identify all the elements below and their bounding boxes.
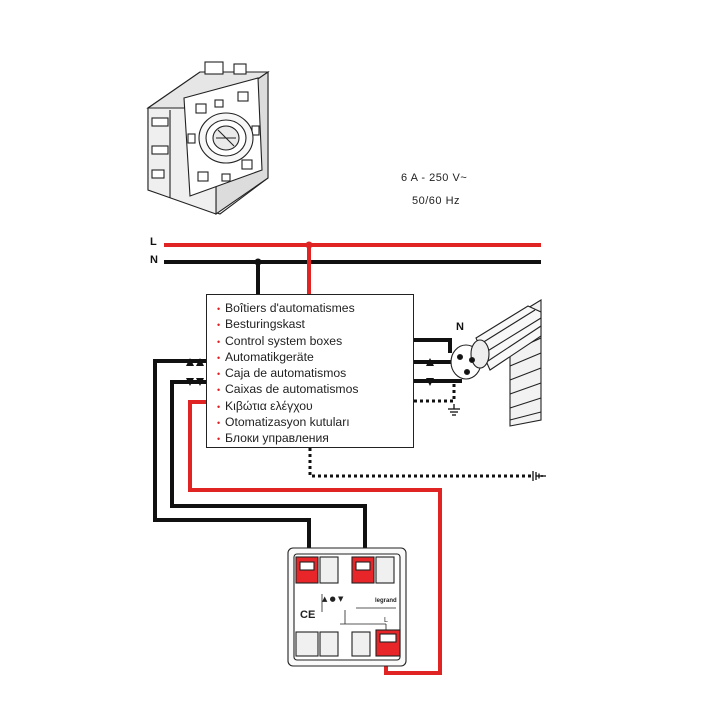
down-wire	[170, 380, 367, 548]
left-arrows	[186, 358, 204, 386]
phase-to-switch-wire	[188, 400, 442, 675]
list-item: •Κιβώτια ελέγχου	[217, 398, 313, 413]
switch-symbols: ▲ ● ▼	[322, 595, 344, 603]
earth-wire	[308, 448, 533, 478]
ce-mark: CE	[300, 609, 315, 621]
up-arrow-icon	[186, 358, 194, 366]
motor-neutral-wire	[414, 338, 452, 353]
neutral-label: N	[150, 254, 158, 266]
phase-label: L	[150, 236, 157, 248]
earth-ground-icon	[448, 404, 460, 416]
list-item: •Boîtiers d'automatismes	[217, 301, 355, 315]
motor-neutral-label: N	[456, 321, 464, 333]
list-item: •Caixas de automatismos	[217, 382, 359, 397]
motor-tube-illustration	[450, 299, 542, 427]
control-system-box: •Boîtiers d'automatismes •Besturingskast…	[206, 294, 414, 448]
list-item: •Besturingskast	[217, 317, 305, 332]
down-arrow-icon	[186, 378, 194, 386]
earth-ground-icon	[532, 471, 546, 481]
list-item: •Automatikgeräte	[217, 349, 314, 364]
down-arrow-icon	[196, 378, 204, 386]
roller-shutter-switch	[287, 547, 407, 667]
switch-wires	[153, 359, 442, 675]
down-arrow-icon	[426, 378, 434, 386]
mains-lines	[164, 241, 541, 294]
frequency-rating: 50/60 Hz	[412, 195, 461, 207]
current-rating: 6 A - 250 V~	[401, 172, 468, 184]
control-box-label-list: •Boîtiers d'automatismes •Besturingskast…	[207, 295, 413, 448]
up-arrow-icon	[196, 358, 204, 366]
terminal-l-label: L	[384, 617, 388, 624]
list-item: •Control system boxes	[217, 333, 343, 348]
list-item: •Caja de automatismos	[217, 366, 347, 381]
motor-earth-wire	[414, 384, 456, 403]
brand-logo: legrand	[375, 598, 397, 604]
motor-arrows	[426, 358, 434, 386]
mechanism-illustration	[146, 61, 270, 216]
list-item: •Блоки управления	[217, 431, 329, 446]
up-wire	[153, 359, 311, 548]
list-item: •Otomatizasyon kutuları	[217, 415, 350, 430]
up-arrow-icon	[426, 358, 434, 366]
